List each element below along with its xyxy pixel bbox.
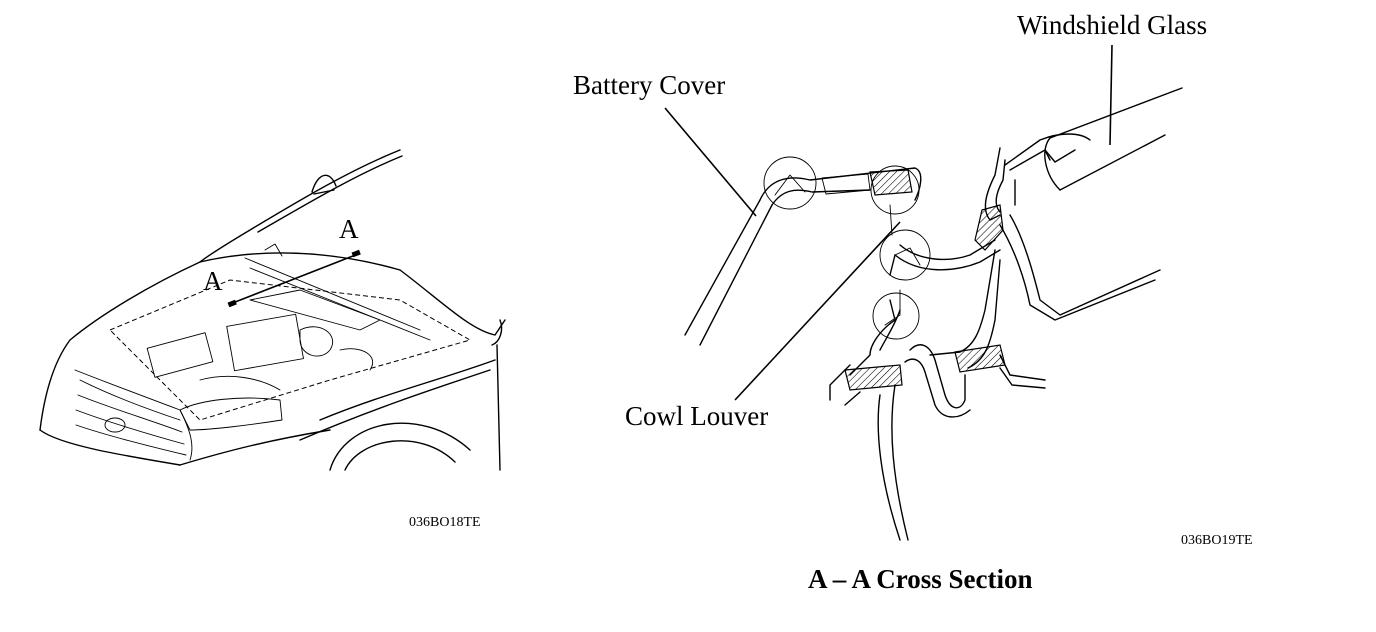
section-marker-upper: A: [339, 214, 359, 244]
left-figure-code: 036BO18TE: [409, 515, 481, 530]
section-marker-lower: A: [203, 266, 223, 296]
cowl-louver-label: Cowl Louver: [625, 401, 769, 431]
windshield-glass-label: Windshield Glass: [1017, 10, 1208, 40]
right-figure-code: 036BO19TE: [1181, 533, 1253, 548]
battery-cover-label: Battery Cover: [573, 70, 726, 100]
car-front-illustration: [39, 149, 506, 471]
cross-section-illustration: [664, 44, 1183, 541]
cross-section-caption: A – A Cross Section: [808, 564, 1033, 594]
